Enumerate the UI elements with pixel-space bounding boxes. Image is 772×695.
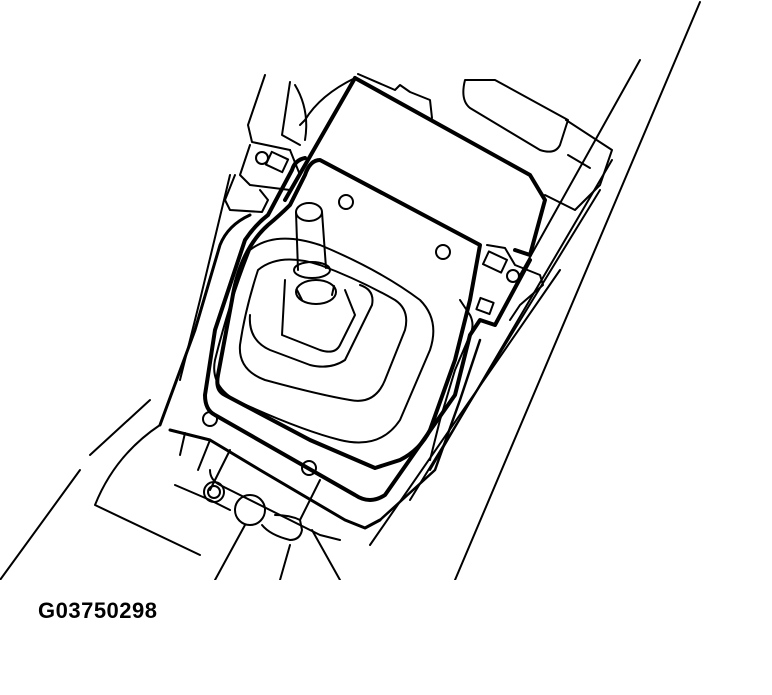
left-clip <box>179 74 308 381</box>
rear-console-block <box>462 79 613 211</box>
figure-reference-code: G03750298 <box>38 598 158 623</box>
console-rails <box>0 1 701 580</box>
right-clip <box>429 244 544 461</box>
lower-bracket <box>94 424 341 580</box>
shift-boot <box>213 237 435 444</box>
shift-bezel-plate <box>202 158 482 476</box>
shift-lever <box>293 202 337 305</box>
shift-bezel-outer <box>158 156 532 530</box>
shifter-console-diagram <box>0 1 701 580</box>
